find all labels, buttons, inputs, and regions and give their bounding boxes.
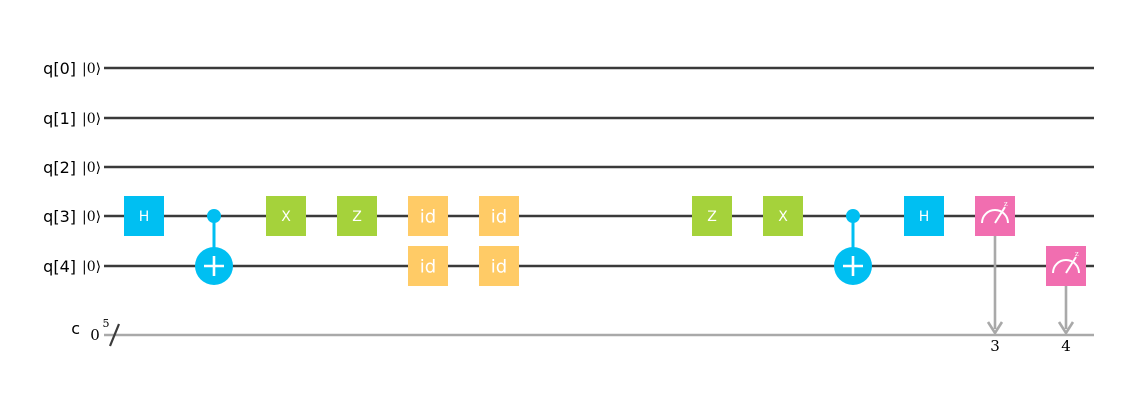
- measure-gate: z3: [975, 196, 1015, 355]
- meter-arc-icon: [981, 209, 1009, 224]
- gate-box: [479, 196, 519, 236]
- z-gate: Z: [692, 196, 732, 236]
- qubit-init-state: |0⟩: [82, 209, 101, 225]
- gate-label: H: [919, 209, 930, 225]
- bus-slash: [108, 323, 121, 347]
- gate-label: id: [420, 257, 436, 278]
- qubit-label: q[1]: [43, 109, 76, 128]
- measure-cbit-index: 3: [990, 337, 1000, 355]
- meter-arc-icon: [1052, 259, 1080, 274]
- qubit-init-state: |0⟩: [82, 111, 101, 127]
- gate-label: Z: [707, 209, 717, 225]
- id-gate: id: [408, 196, 448, 236]
- gate-box: [337, 196, 377, 236]
- qubit-init-state: |0⟩: [82, 61, 101, 77]
- measure-arrow-icon: [1057, 321, 1075, 336]
- gate-label: id: [420, 207, 436, 228]
- measure-box: [1046, 246, 1086, 286]
- gate-label: id: [491, 257, 507, 278]
- gate-box: [904, 196, 944, 236]
- gate-label: X: [281, 209, 291, 225]
- meter-basis-label: z: [1075, 250, 1079, 258]
- meter-needle-icon: [1065, 256, 1077, 274]
- qubit-init-state: |0⟩: [82, 160, 101, 176]
- gate-label: id: [491, 207, 507, 228]
- qubit-label: q[2]: [43, 158, 76, 177]
- gate-label: X: [778, 209, 788, 225]
- circuit-wires: [104, 66, 1094, 347]
- measure-gate: z4: [1046, 246, 1086, 355]
- gate-box: [692, 196, 732, 236]
- qubit-label: q[0]: [43, 59, 76, 78]
- z-gate: Z: [337, 196, 377, 236]
- gate-label: H: [139, 209, 150, 225]
- meter-needle-icon: [994, 206, 1006, 224]
- measure-arrow-icon: [986, 321, 1004, 336]
- measure-box: [975, 196, 1015, 236]
- gate-box: [763, 196, 803, 236]
- cnot-control-dot: [207, 209, 221, 223]
- id-gate: id: [479, 246, 519, 286]
- qubit-init-state: |0⟩: [82, 259, 101, 275]
- h-gate: H: [904, 196, 944, 236]
- x-gate: X: [763, 196, 803, 236]
- measure-cbit-index: 4: [1061, 337, 1071, 355]
- meter-basis-label: z: [1004, 200, 1008, 208]
- x-gate: X: [266, 196, 306, 236]
- gate-box: [479, 246, 519, 286]
- gate-label: Z: [352, 209, 362, 225]
- qubit-label: q[3]: [43, 207, 76, 226]
- gate-box: [266, 196, 306, 236]
- cnot-control-dot: [846, 209, 860, 223]
- cnot-gate: [834, 209, 872, 285]
- gate-box: [124, 196, 164, 236]
- id-gate: id: [479, 196, 519, 236]
- classical-register-label: c: [71, 319, 80, 338]
- classical-init-value: 0: [90, 326, 100, 344]
- h-gate: H: [124, 196, 164, 236]
- gate-box: [408, 246, 448, 286]
- classical-width: 5: [103, 317, 110, 330]
- qubit-label: q[4]: [43, 257, 76, 276]
- id-gate: id: [408, 246, 448, 286]
- cnot-gate: [195, 209, 233, 285]
- gate-box: [408, 196, 448, 236]
